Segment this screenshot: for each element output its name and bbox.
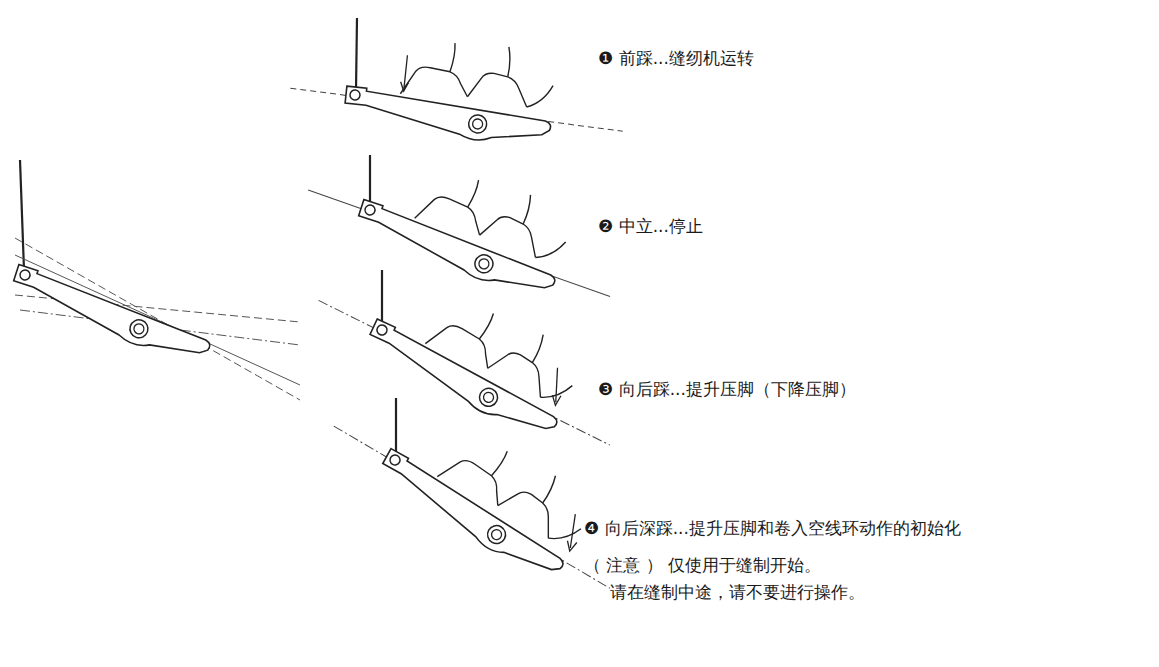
note-text: （ 注意 ） 仅使用于缝制开始。 bbox=[584, 555, 821, 575]
step-label: ❷ 中立...停止 bbox=[598, 216, 703, 236]
step-label: ❶ 前踩...缝纫机运转 bbox=[598, 48, 754, 68]
step-label: ❸ 向后踩...提升压脚（下降压脚） bbox=[598, 379, 856, 399]
step-label: ❹ 向后深踩...提升压脚和卷入空线环动作的初始化 bbox=[584, 518, 961, 538]
note-text: 请在缝制中途，请不要进行操作。 bbox=[610, 582, 865, 602]
